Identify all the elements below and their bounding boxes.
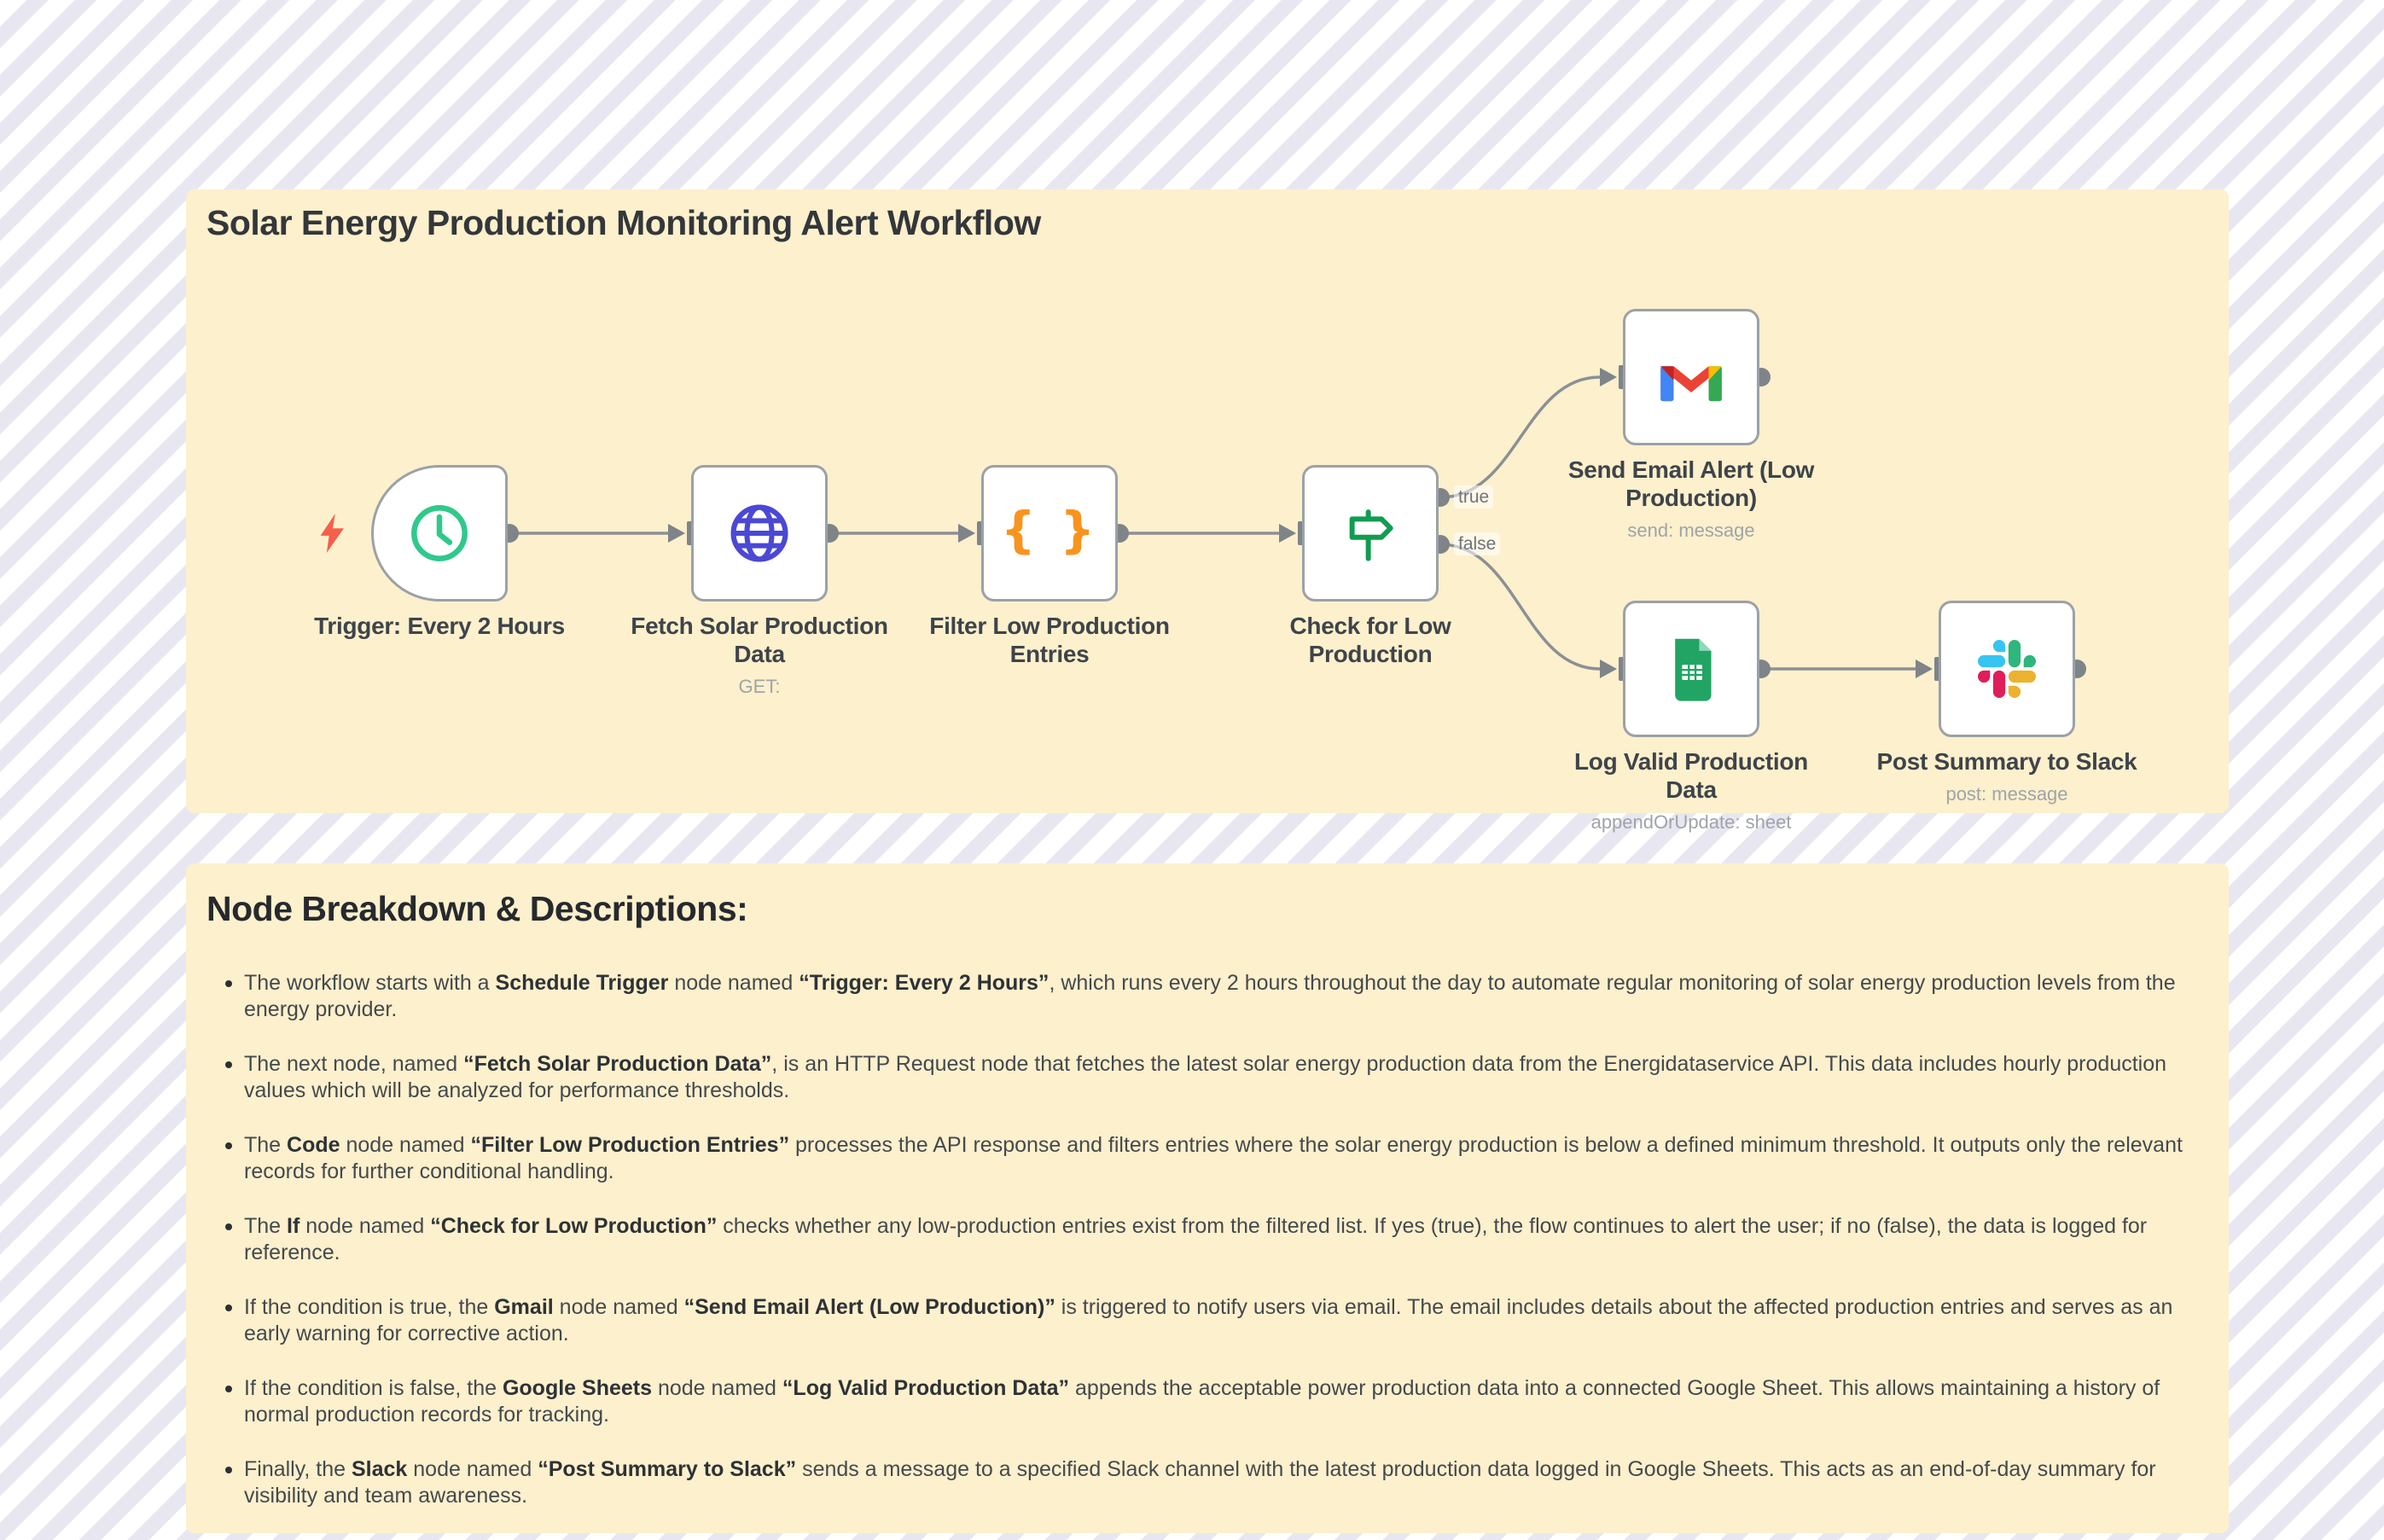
breakdown-item-google-sheets: If the condition is false, the Google Sh…	[225, 1375, 2195, 1428]
globe-icon	[730, 504, 788, 562]
breakdown-item-gmail: If the condition is true, the Gmail node…	[225, 1294, 2195, 1347]
node-gmail[interactable]: Send Email Alert (Low Production) send: …	[1568, 309, 1814, 541]
node-slack[interactable]: Post Summary to Slack post: message	[1877, 601, 2137, 805]
breakdown-item-code: The Code node named “Filter Low Producti…	[225, 1132, 2195, 1185]
true-output-label: true	[1454, 485, 1494, 508]
slack-icon	[1978, 640, 2036, 698]
breakdown-item-schedule-trigger: The workflow starts with a Schedule Trig…	[225, 970, 2195, 1023]
node-http-request[interactable]: Fetch Solar Production Data GET:	[631, 465, 888, 697]
breakdown-heading: Node Breakdown & Descriptions:	[206, 889, 748, 928]
node-label: Post Summary to Slack	[1876, 748, 2137, 775]
node-subtitle: send: message	[1627, 520, 1755, 541]
false-output-label: false	[1454, 532, 1501, 555]
google-sheets-icon	[1675, 638, 1712, 701]
node-subtitle: GET:	[738, 676, 781, 697]
clock-icon	[411, 505, 468, 561]
node-code[interactable]: { } Filter Low Production Entries	[929, 465, 1170, 667]
node-label: Fetch Solar Production Data	[631, 613, 888, 667]
signpost-icon	[1349, 509, 1393, 561]
breakdown-item-slack: Finally, the Slack node named “Post Summ…	[225, 1456, 2195, 1509]
node-schedule-trigger[interactable]: Trigger: Every 2 Hours	[314, 465, 565, 639]
workflow-title: Solar Energy Production Monitoring Alert…	[206, 203, 1041, 242]
node-box[interactable]	[691, 465, 828, 601]
node-subtitle: post: message	[1945, 783, 2068, 805]
node-label: Filter Low Production Entries	[929, 613, 1170, 667]
lightning-bolt-icon	[320, 514, 344, 553]
node-if[interactable]: Check for Low Production	[1289, 465, 1451, 667]
node-box[interactable]	[1302, 465, 1439, 601]
node-box[interactable]	[371, 465, 508, 601]
node-box[interactable]	[1623, 601, 1759, 737]
breakdown-panel: Node Breakdown & Descriptions: The workf…	[186, 863, 2229, 1533]
workflow-panel: Solar Energy Production Monitoring Alert…	[186, 189, 2229, 833]
node-label: Trigger: Every 2 Hours	[314, 613, 565, 639]
node-box[interactable]	[1939, 601, 2075, 737]
node-label: Send Email Alert (Low Production)	[1567, 456, 1815, 511]
node-box[interactable]: { }	[981, 465, 1118, 601]
gmail-icon	[1660, 366, 1722, 402]
code-braces-icon: { }	[1000, 501, 1099, 559]
node-box[interactable]	[1623, 309, 1759, 445]
node-subtitle: appendOrUpdate: sheet	[1590, 811, 1792, 833]
node-label: Log Valid Production Data	[1573, 748, 1808, 803]
breakdown-item-http-request: The next node, named “Fetch Solar Produc…	[225, 1051, 2195, 1104]
breakdown-list: The workflow starts with a Schedule Trig…	[186, 970, 2229, 1509]
breakdown-item-if: The If node named “Check for Low Product…	[225, 1213, 2195, 1266]
node-google-sheets[interactable]: Log Valid Production Data appendOrUpdate…	[1574, 601, 1808, 833]
node-label: Check for Low Production	[1289, 613, 1451, 667]
